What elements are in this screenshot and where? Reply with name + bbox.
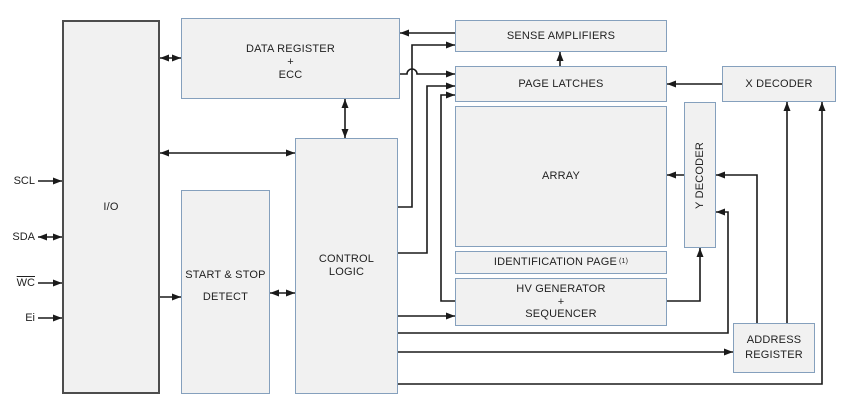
control-logic-label-line1: CONTROL	[318, 253, 375, 265]
hv-generator-label-line1: HV GENERATOR	[516, 283, 606, 296]
wire-control-logic-to-y-decoder	[398, 208, 729, 334]
address-register-label-line2: REGISTER	[745, 349, 803, 361]
sda-text: SDA	[12, 231, 35, 243]
wire-control-logic-to-sense-amplifiers	[398, 41, 455, 208]
wire-control-logic-to-page-latches	[398, 82, 455, 254]
block-sense-amplifiers: SENSE AMPLIFIERS	[455, 20, 667, 52]
wire-address-register-to-y-decoder	[716, 171, 758, 323]
pin-label-wc: WC	[0, 276, 35, 290]
data-register-label-line2: +	[287, 55, 294, 68]
block-address-register: ADDRESS REGISTER	[733, 323, 815, 373]
hv-generator-label-line3: SEQUENCER	[525, 308, 597, 321]
control-logic-label-line2: LOGIC	[328, 266, 365, 278]
block-array: ARRAY	[455, 106, 667, 247]
block-page-latches: PAGE LATCHES	[455, 66, 667, 102]
block-start-stop-detect: START & STOP DETECT	[181, 190, 270, 394]
wire-data-register-to-page-latches	[400, 68, 455, 78]
start-stop-label-line1: START & STOP	[185, 269, 266, 281]
identification-page-footnote: (1)	[619, 258, 629, 265]
block-io: I/O	[62, 20, 160, 394]
pin-label-scl: SCL	[0, 174, 35, 188]
page-latches-label: PAGE LATCHES	[518, 77, 604, 90]
block-identification-page: IDENTIFICATION PAGE (1)	[455, 251, 667, 274]
scl-text: SCL	[13, 175, 35, 187]
block-control-logic: CONTROL LOGIC	[295, 138, 398, 394]
block-y-decoder: Y DECODER	[684, 102, 716, 248]
identification-page-label: IDENTIFICATION PAGE	[493, 256, 618, 268]
pin-label-ei: Ei	[0, 311, 35, 325]
start-stop-label-line2: DETECT	[202, 291, 249, 303]
wc-text-overlined: WC	[16, 277, 35, 289]
address-register-label-line1: ADDRESS	[746, 334, 802, 346]
block-data-register-ecc: DATA REGISTER + ECC	[181, 18, 400, 99]
wire-hv-generator-to-y-decoder	[667, 248, 704, 302]
block-x-decoder: X DECODER	[722, 66, 836, 102]
wire-hv-generator-to-page-latches	[440, 91, 455, 302]
block-hv-generator-sequencer: HV GENERATOR + SEQUENCER	[455, 278, 667, 326]
wire-control-logic-to-x-decoder	[398, 102, 826, 385]
y-decoder-label: Y DECODER	[693, 141, 706, 209]
pin-label-sda: SDA	[0, 230, 35, 244]
io-label: I/O	[103, 200, 119, 213]
data-register-label-line3: ECC	[278, 68, 303, 81]
x-decoder-label: X DECODER	[745, 77, 813, 90]
hv-generator-label-line2: +	[557, 295, 565, 308]
ei-text: Ei	[25, 312, 35, 324]
sense-amplifiers-label: SENSE AMPLIFIERS	[506, 29, 616, 42]
data-register-label-line1: DATA REGISTER	[246, 42, 335, 55]
array-label: ARRAY	[541, 170, 581, 182]
